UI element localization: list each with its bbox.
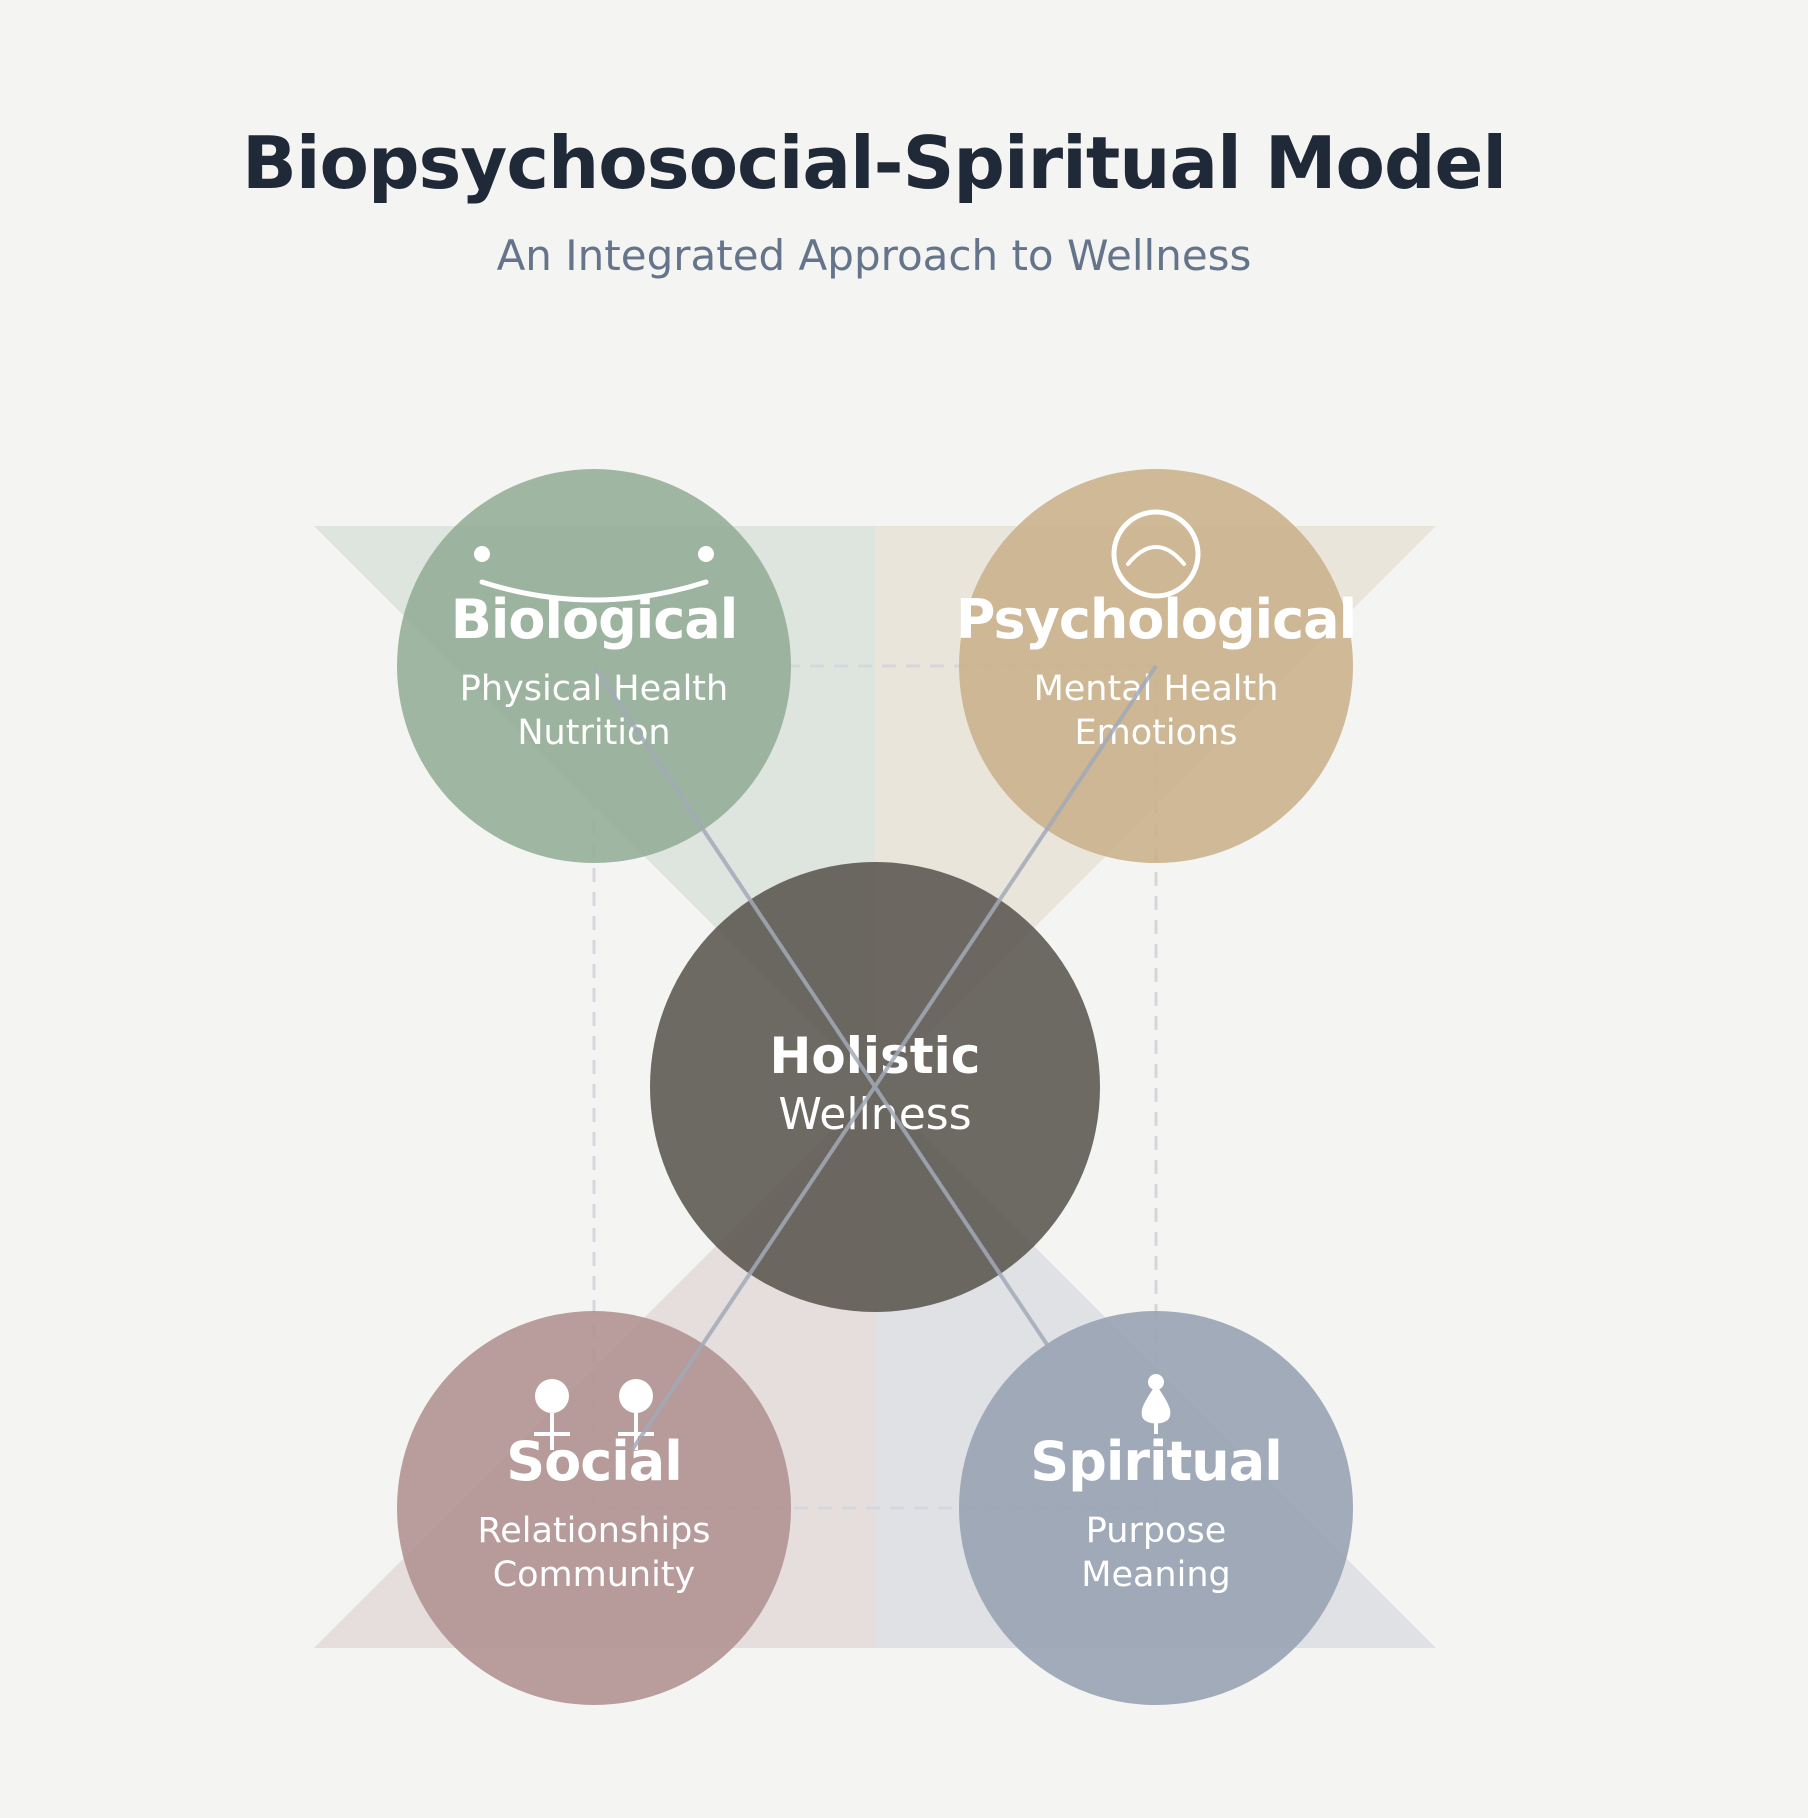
biological-line-2: Nutrition xyxy=(517,713,670,753)
psychological-line-1: Mental Health xyxy=(1034,669,1279,709)
center-title: Holistic xyxy=(770,1027,981,1085)
center-subtitle: Wellness xyxy=(778,1089,971,1140)
spiritual-circle xyxy=(959,1311,1353,1705)
node-spiritual: Spiritual Purpose Meaning xyxy=(959,1311,1353,1705)
flame-drop-icon xyxy=(1141,1374,1171,1434)
mind-circle-icon xyxy=(1111,509,1201,599)
diagram-title: Biopsychosocial-Spiritual Model xyxy=(242,121,1506,205)
smile-arc-icon xyxy=(474,546,714,603)
social-title: Social xyxy=(506,1430,681,1493)
connector-bio-spiritual xyxy=(592,664,1050,1348)
connector-psych-social xyxy=(630,664,1158,1452)
biological-line-1: Physical Health xyxy=(460,669,728,709)
psychological-line-2: Emotions xyxy=(1075,713,1238,753)
diagonal-connectors xyxy=(592,664,1158,1452)
node-social: Social Relationships Community xyxy=(397,1311,791,1705)
social-line-1: Relationships xyxy=(477,1511,710,1551)
social-line-2: Community xyxy=(493,1555,696,1595)
spiritual-line-1: Purpose xyxy=(1086,1511,1226,1551)
biological-title: Biological xyxy=(451,588,738,651)
spiritual-line-2: Meaning xyxy=(1081,1555,1231,1595)
diagram-subtitle: An Integrated Approach to Wellness xyxy=(497,231,1252,280)
spiritual-title: Spiritual xyxy=(1030,1430,1281,1493)
people-icon xyxy=(534,1379,654,1450)
psychological-title: Psychological xyxy=(956,588,1356,651)
dashed-connection-frame xyxy=(592,664,1158,1510)
social-circle xyxy=(397,1311,791,1705)
